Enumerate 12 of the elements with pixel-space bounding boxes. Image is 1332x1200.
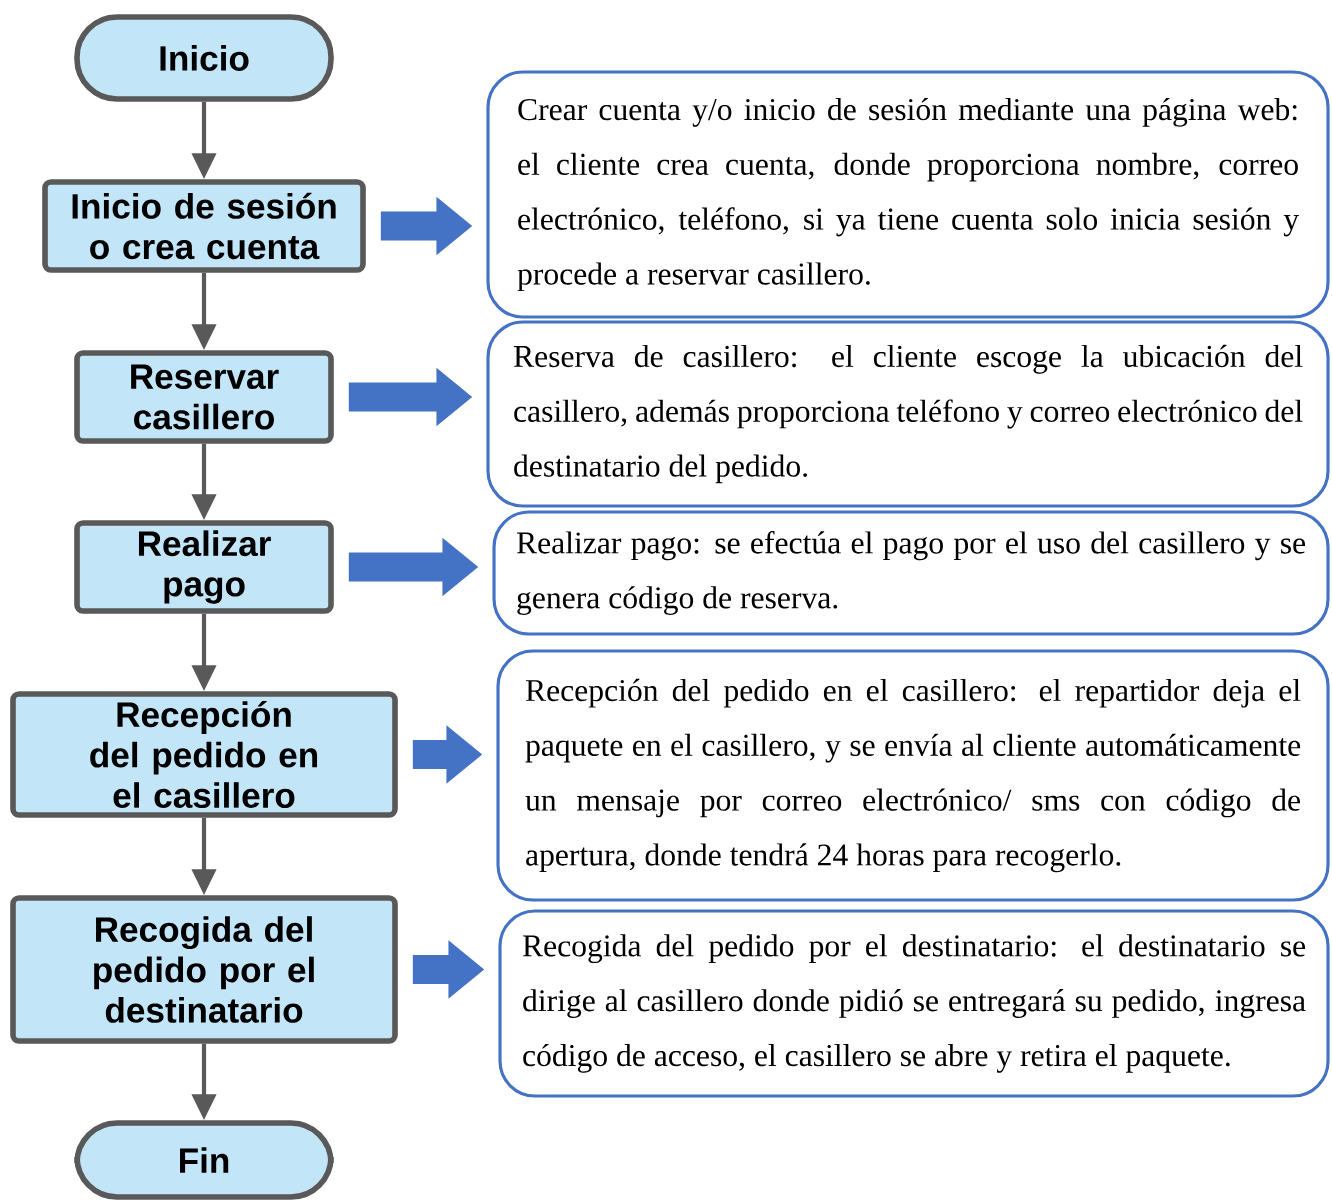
description-box: Reserva de casillero: el cliente escoge la ubicación del casillero, además proporciona teléfono y correo electrónico del destinatario del pedido.	[486, 320, 1330, 508]
terminal-box: Inicio	[74, 14, 334, 102]
process-box: Realizar pago	[74, 520, 334, 614]
terminal-box: Fin	[74, 1120, 334, 1200]
description-box: Crear cuenta y/o inicio de sesión mediante una página web: el cliente crea cuenta, donde proporciona nombre, correo electrónico, teléfono, si ya tiene cuenta solo inicia sesión y procede a reservar casillero.	[486, 70, 1330, 319]
process-box: Recogida del pedido por el destinatario	[10, 895, 398, 1044]
description-box: Recepción del pedido en el casillero: el repartidor deja el paquete en el casillero, y se envía al cliente automáticamente un mensaje por correo electrónico/ sms con código de apertura, donde tendrá 24 horas para recogerlo.	[496, 649, 1330, 902]
process-box: Reservar casillero	[74, 350, 334, 444]
process-box: Inicio de sesión o crea cuenta	[42, 179, 366, 273]
description-box: Recogida del pedido por el destinatario: el destinatario se dirige al casillero donde pidió se entregará su pedido, ingresa código de acceso, el casillero se abre y retira el paquete.	[498, 909, 1330, 1098]
description-box: Realizar pago: se efectúa el pago por el uso del casillero y se genera código de reserva.	[492, 510, 1330, 636]
process-box: Recepción del pedido en el casillero	[10, 691, 398, 818]
